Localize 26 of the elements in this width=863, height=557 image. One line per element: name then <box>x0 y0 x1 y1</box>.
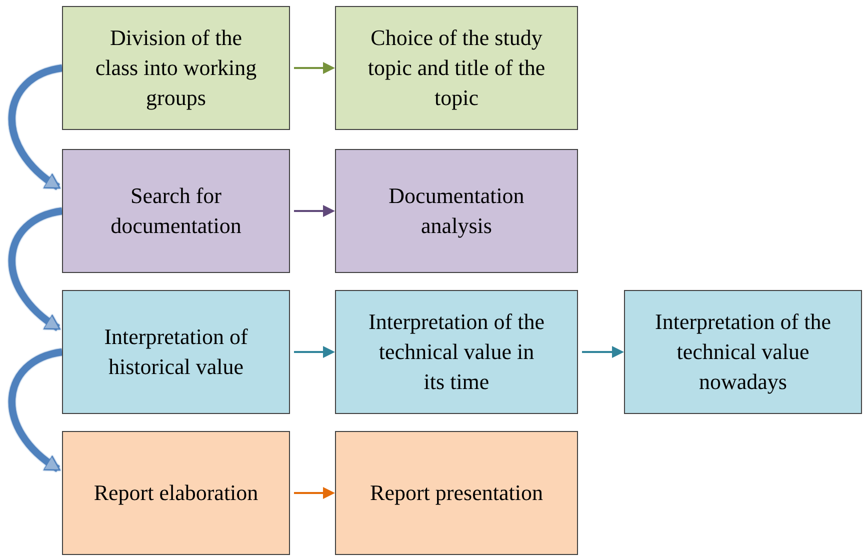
arrow <box>294 346 335 358</box>
box-label: Interpretation of the technical value nowadays <box>655 308 831 396</box>
process-box <box>335 6 578 130</box>
process-box <box>624 290 862 414</box>
process-box <box>62 431 290 555</box>
process-box <box>335 431 578 555</box>
arrow <box>294 205 335 217</box>
box-label: Search for documentation <box>110 182 242 240</box>
curved-arrow <box>8 348 63 472</box>
process-box <box>335 290 578 414</box>
arrow <box>582 346 624 358</box>
box-label: Choice of the study topic and title of the topic <box>366 24 546 112</box>
arrow <box>294 62 335 74</box>
box-label: Interpretation of historical value <box>103 323 249 381</box>
curved-arrow <box>8 64 63 190</box>
process-box <box>62 149 290 273</box>
box-label: Report elaboration <box>94 479 258 507</box>
box-label: Documentation analysis <box>388 182 526 240</box>
box-label: Report presentation <box>370 479 543 507</box>
box-label: Interpretation of the technical value in its time <box>368 308 546 396</box>
curved-arrow <box>8 208 63 331</box>
arrow <box>294 487 335 499</box>
process-box <box>335 149 578 273</box>
process-box <box>62 290 290 414</box>
box-label: Division of the class into working groups <box>94 24 258 112</box>
process-box <box>62 6 290 130</box>
